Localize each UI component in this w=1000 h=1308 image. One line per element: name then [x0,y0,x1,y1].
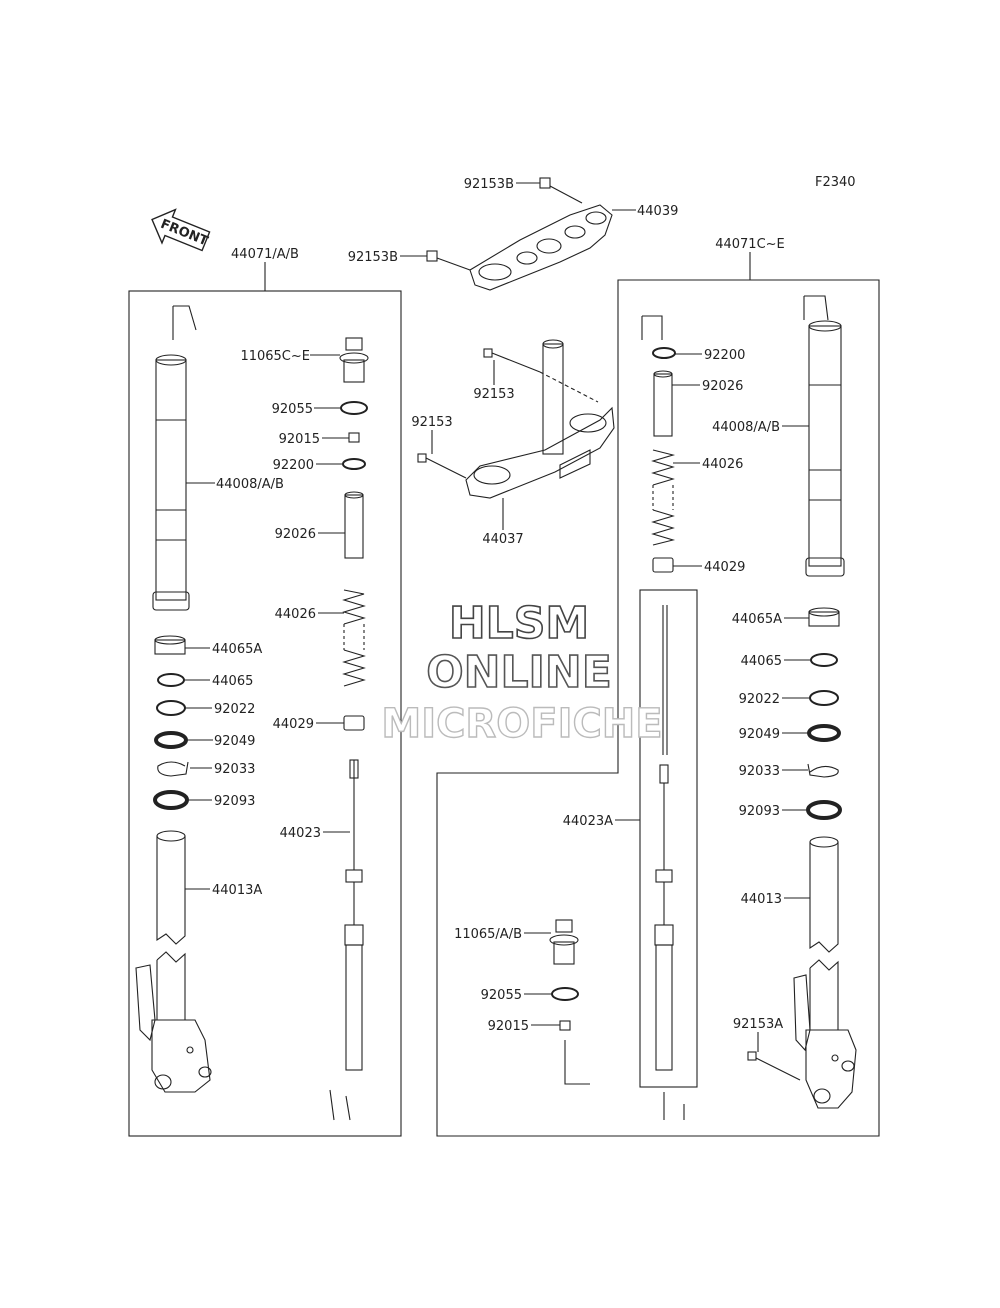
right-bush [784,653,838,667]
left-group-frame [128,290,402,1137]
label-left-cartridge: 44023 [280,826,321,841]
label-left-oil-seal: 92049 [214,734,255,749]
label-right-washer: 92200 [704,348,745,363]
label-right-bush: 44065 [741,654,782,669]
group-label-left: 44071/A/B [231,247,299,262]
watermark: HLSM ONLINE MICROFICHE [381,597,664,748]
right-nut [531,1020,590,1085]
left-spring-seat [316,715,365,731]
label-right-dust-seal: 92093 [739,804,780,819]
left-clip [157,761,212,777]
label-right-washer2: 92022 [739,692,780,707]
right-collar [653,370,700,437]
label-right-nut: 92015 [488,1019,529,1034]
right-clip [782,763,839,778]
label-92153-b: 92153 [411,415,452,430]
label-92153-a: 92153 [473,387,514,402]
label-right-spring-seat: 44029 [704,560,745,575]
label-left-spring-seat: 44029 [273,717,314,732]
label-right-oil-seal: 92049 [739,727,780,742]
left-bush [157,673,210,687]
label-left-washer: 92200 [273,458,314,473]
label-right-collar: 92026 [702,379,743,394]
left-nut [348,432,360,443]
front-arrow-icon [151,208,211,252]
watermark-line1: HLSM [449,598,589,649]
upper-triple-clamp [469,204,636,291]
label-left-collar: 92026 [275,527,316,542]
right-cap-bolt [524,919,579,965]
left-outer-tube [152,305,215,611]
label-right-cartridge: 44023A [563,814,613,829]
left-washer [342,458,366,470]
label-left-clip: 92033 [214,762,255,777]
bolt-92153-b [417,430,467,479]
diagram-code: F2340 [815,175,856,190]
watermark-line2: ONLINE [426,647,612,698]
label-right-cap-bolt: 11065/A/B [454,927,522,942]
left-washer-92022 [156,700,212,716]
left-inner-tube [156,830,210,1020]
label-right-axle-bolt: 92153A [733,1017,783,1032]
label-right-spring: 44026 [702,457,743,472]
label-right-outer-tube: 44008/A/B [712,420,780,435]
bolt-92153b-upper [516,177,583,204]
group-label-right: 44071C~E [715,237,785,252]
label-left-spring: 44026 [275,607,316,622]
label-left-bush-a: 44065A [212,642,262,657]
left-dust-seal [153,790,212,810]
left-cartridge [323,759,364,1121]
right-axle-bracket [793,974,857,1109]
label-left-oring: 92055 [272,402,313,417]
right-cartridge [615,589,698,1120]
right-group-frame [436,279,880,1137]
left-oring [340,401,368,415]
bolt-92153-a [483,348,599,403]
left-axle-bracket [135,964,212,1093]
right-washer-92022 [782,690,839,706]
label-right-oring: 92055 [481,988,522,1003]
label-right-clip: 92033 [739,764,780,779]
left-spring [318,589,366,687]
label-left-outer-tube: 44008/A/B [216,477,284,492]
label-left-washer2: 92022 [214,702,255,717]
lower-triple-clamp [465,339,615,530]
label-right-inner-tube: 44013 [741,892,782,907]
label-44039: 44039 [637,204,678,219]
label-92153b-b: 92153B [348,250,398,265]
label-left-cap-bolt: 11065C~E [240,349,310,364]
left-bush-a [154,635,210,655]
label-44037: 44037 [482,532,523,547]
label-left-dust-seal: 92093 [214,794,255,809]
left-cap-bolt [310,337,369,383]
label-left-inner-tube: 44013A [212,883,262,898]
right-outer-tube [782,295,845,577]
right-bush-a [784,607,840,627]
label-right-bush-a: 44065A [732,612,782,627]
left-oil-seal [154,731,213,749]
left-collar [318,491,364,559]
label-left-bush: 44065 [212,674,253,689]
right-spring-seat [652,557,702,573]
right-washer-92200 [641,315,702,359]
right-inner-tube [784,836,839,1030]
label-left-nut: 92015 [279,432,320,447]
bolt-92153b-lower [400,250,471,271]
right-oil-seal [782,724,841,742]
right-dust-seal [782,800,842,820]
right-axle-bolt [747,1032,801,1081]
right-oring [551,987,579,1001]
right-spring [651,449,700,546]
watermark-line3: MICROFICHE [381,701,662,747]
label-92153b-a: 92153B [464,177,514,192]
